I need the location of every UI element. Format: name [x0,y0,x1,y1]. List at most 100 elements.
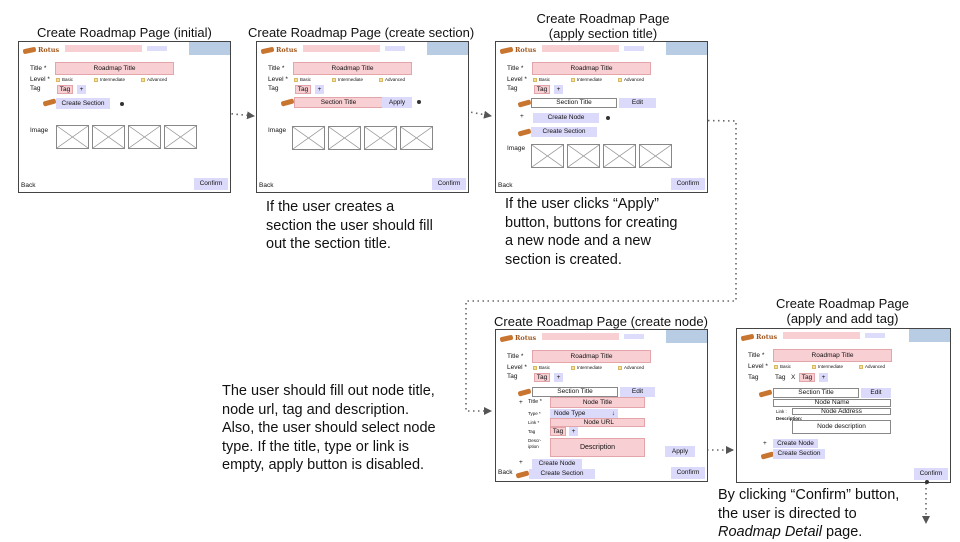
tag-button[interactable]: Tag [534,85,550,94]
drag-handle-icon[interactable] [280,98,295,107]
apply-button[interactable]: Apply [382,97,412,108]
confirm-button[interactable]: Confirm [432,178,466,190]
create-section-button[interactable]: Create Section [531,127,597,137]
nav-item[interactable] [865,333,885,338]
add-node-plus-icon[interactable]: + [763,440,767,447]
drag-handle-icon[interactable] [517,388,532,397]
level-intermediate[interactable]: Intermediate [812,364,843,369]
level-advanced[interactable]: Advanced [379,77,405,82]
node-description-input[interactable]: Description [550,438,645,457]
logo: Rotus [499,46,536,54]
drag-handle-icon[interactable] [42,98,57,107]
create-node-button[interactable]: Create Node [532,459,582,469]
level-intermediate[interactable]: Intermediate [571,77,602,82]
image-placeholder[interactable] [364,126,397,150]
profile-area[interactable] [909,329,950,342]
title-input[interactable]: Roadmap Title [532,350,651,363]
level-intermediate[interactable]: Intermediate [332,77,363,82]
node-tag-button[interactable]: Tag [550,427,566,436]
add-node-plus-icon[interactable]: + [519,459,523,466]
tag-button[interactable]: Tag [57,85,73,94]
nav-item[interactable] [385,46,405,51]
apply-button[interactable]: Apply [665,446,695,457]
image-placeholder[interactable] [164,125,197,149]
search-bar[interactable] [65,45,142,52]
tag-button[interactable]: Tag [799,373,815,382]
title-input[interactable]: Roadmap Title [532,62,651,75]
confirm-button[interactable]: Confirm [914,468,948,480]
edit-button[interactable]: Edit [620,387,655,397]
level-intermediate[interactable]: Intermediate [571,365,602,370]
node-url-input[interactable]: Node URL [550,418,645,427]
confirm-button[interactable]: Confirm [671,467,705,479]
drag-handle-icon[interactable] [515,470,530,479]
search-bar[interactable] [783,332,860,339]
title-input[interactable]: Roadmap Title [773,349,892,362]
back-button[interactable]: Back [21,182,36,189]
image-placeholder[interactable] [531,144,564,168]
confirm-button[interactable]: Confirm [194,178,228,190]
level-basic[interactable]: Basic [774,364,791,369]
drag-handle-icon[interactable] [517,99,532,108]
profile-area[interactable] [666,330,707,343]
level-basic[interactable]: Basic [533,365,550,370]
level-basic[interactable]: Basic [533,77,550,82]
search-bar[interactable] [542,45,619,52]
nav-item[interactable] [147,46,167,51]
add-tag-button[interactable]: + [554,373,563,382]
image-placeholder[interactable] [128,125,161,149]
section-title-input[interactable]: Section Title [294,97,383,108]
create-section-button[interactable]: Create Section [529,469,595,479]
edit-button[interactable]: Edit [861,388,891,398]
node-type-dropdown[interactable]: Node Type ↓ [550,409,618,418]
tag-button[interactable]: Tag [534,373,550,382]
drag-handle-icon[interactable] [758,389,773,398]
title-input[interactable]: Roadmap Title [55,62,174,75]
add-tag-button[interactable]: + [77,85,86,94]
nav-item[interactable] [624,46,644,51]
image-placeholder[interactable] [639,144,672,168]
back-button[interactable]: Back [259,182,274,189]
add-tag-button[interactable]: + [315,85,324,94]
back-button[interactable]: Back [498,182,513,189]
create-node-button[interactable]: Create Node [773,439,818,448]
image-label: Image [30,127,49,134]
profile-area[interactable] [666,42,707,55]
node-title-input[interactable]: Node Title [550,397,645,408]
node-add-tag-button[interactable]: + [569,427,578,436]
image-placeholder[interactable] [603,144,636,168]
add-node-plus-icon[interactable]: + [520,113,524,120]
create-section-button[interactable]: Create Section [773,449,825,459]
tag-button[interactable]: Tag [295,85,311,94]
image-placeholder[interactable] [56,125,89,149]
add-tag-button[interactable]: + [819,373,828,382]
image-placeholder[interactable] [92,125,125,149]
level-basic[interactable]: Basic [294,77,311,82]
level-advanced[interactable]: Advanced [141,77,167,82]
back-button[interactable]: Back [498,469,513,476]
node-plus-icon[interactable]: + [519,399,523,406]
level-basic[interactable]: Basic [56,77,73,82]
profile-area[interactable] [427,42,468,55]
create-node-button[interactable]: Create Node [533,113,599,123]
title-input[interactable]: Roadmap Title [293,62,412,75]
confirm-button[interactable]: Confirm [671,178,705,190]
image-placeholder[interactable] [400,126,433,150]
edit-button[interactable]: Edit [619,98,656,108]
image-placeholder[interactable] [567,144,600,168]
remove-tag-icon[interactable]: X [791,374,796,381]
add-tag-button[interactable]: + [554,85,563,94]
level-advanced[interactable]: Advanced [618,365,644,370]
nav-item[interactable] [624,334,644,339]
level-advanced[interactable]: Advanced [859,364,885,369]
search-bar[interactable] [303,45,380,52]
profile-area[interactable] [189,42,230,55]
create-section-button[interactable]: Create Section [56,98,110,109]
drag-handle-icon[interactable] [517,128,532,137]
image-placeholder[interactable] [292,126,325,150]
level-advanced[interactable]: Advanced [618,77,644,82]
search-bar[interactable] [542,333,619,340]
level-intermediate[interactable]: Intermediate [94,77,125,82]
image-placeholder[interactable] [328,126,361,150]
node-link-label: Link * [528,420,540,425]
